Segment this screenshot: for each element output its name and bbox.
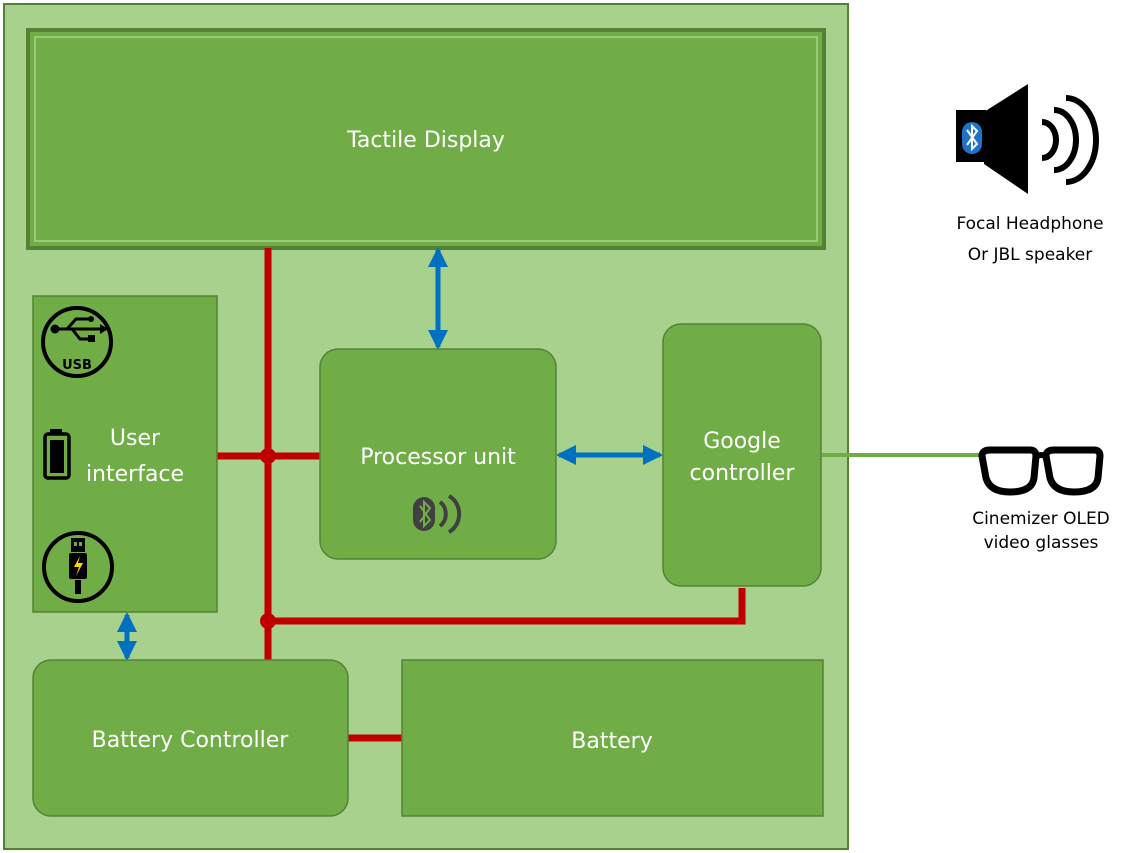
processor-unit-label: Processor unit xyxy=(360,445,516,470)
battery-block: Battery xyxy=(401,659,824,817)
battery-controller-block: Battery Controller xyxy=(32,659,349,817)
battery-icon xyxy=(43,429,71,480)
google-controller-block: Google controller xyxy=(662,323,822,587)
tactile-display-label: Tactile Display xyxy=(346,128,505,153)
power-junction xyxy=(260,613,276,629)
power-junction xyxy=(260,448,276,464)
speaker-label-line1: Focal Headphone xyxy=(956,214,1103,234)
usb-icon: USB xyxy=(41,306,113,378)
glasses-icon xyxy=(978,446,1104,496)
tactile-display-block: Tactile Display xyxy=(26,28,826,250)
user-interface-label-line1: User xyxy=(110,426,161,451)
glasses-label-line2: video glasses xyxy=(984,533,1099,553)
bluetooth-icon xyxy=(413,494,462,534)
data-links xyxy=(117,247,663,661)
user-interface-block: User interface USB xyxy=(32,295,218,613)
google-controller-label-line2: controller xyxy=(690,461,796,486)
bluetooth-speaker-icon xyxy=(956,84,1099,194)
glasses-label-line1: Cinemizer OLED xyxy=(972,509,1110,529)
battery-label: Battery xyxy=(571,729,652,754)
google-controller-label-line1: Google xyxy=(703,429,781,454)
battery-controller-label: Battery Controller xyxy=(92,728,290,753)
usb-charger-icon xyxy=(42,531,114,603)
processor-unit-block: Processor unit xyxy=(319,348,557,560)
speaker-label-line2: Or JBL speaker xyxy=(968,245,1093,265)
usb-badge-text: USB xyxy=(62,358,92,373)
user-interface-label-line2: interface xyxy=(86,462,184,487)
